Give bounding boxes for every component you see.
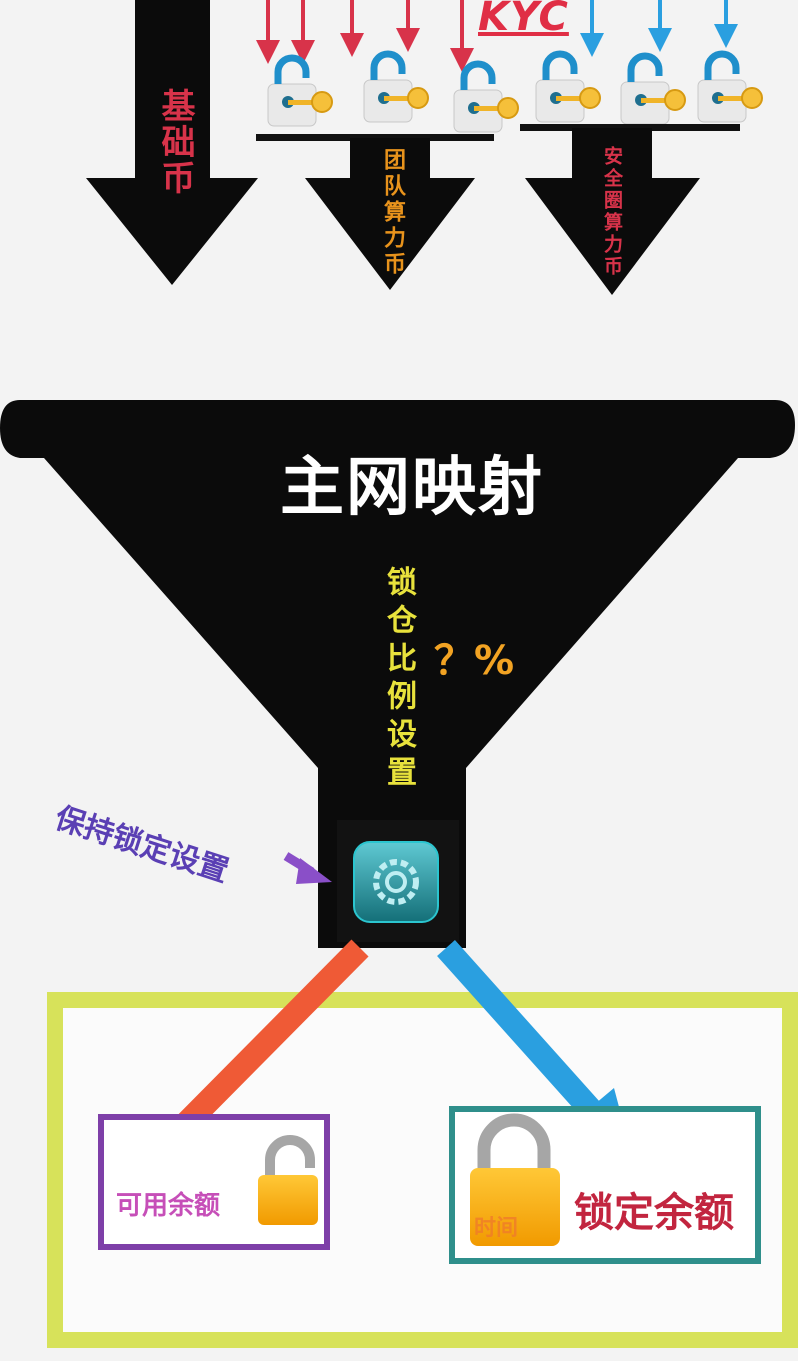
available-balance-label: 可用余额: [116, 1191, 221, 1221]
padlock-key-icon: [536, 54, 600, 122]
time-label: 时间: [474, 1216, 519, 1241]
mainnet-funnel: [0, 400, 795, 948]
kyc-label: KYC: [478, 0, 569, 40]
padlock-key-icon: [268, 58, 332, 126]
team-shelf: [256, 134, 494, 141]
keep-lock-pointer: [283, 852, 332, 884]
padlock-key-icon: [364, 54, 428, 122]
padlock-key-icon: [698, 54, 762, 122]
locked-balance-label: 锁定余额: [574, 1190, 734, 1236]
base-coin-arrow: [86, 0, 258, 285]
security-padlocks: [520, 54, 762, 131]
percent-label: ？%: [434, 638, 515, 684]
gear-icon: [337, 820, 459, 942]
security-shelf: [520, 124, 740, 131]
padlock-key-icon: [621, 56, 685, 124]
lock-ratio-setting-label: 锁仓比例设置: [381, 566, 416, 794]
padlock-key-icon: [454, 64, 518, 132]
team-power-coin-label: 团队算力币: [380, 148, 405, 278]
security-power-coin-label: 安全圈算力币: [601, 146, 623, 278]
red-input-arrows: [256, 0, 474, 72]
team-coin-arrow: [305, 138, 475, 290]
security-coin-arrow: [525, 128, 700, 295]
base-coin-label: 基础币: [155, 88, 195, 196]
unlocked-padlock-icon: [258, 1135, 318, 1225]
funnel-title: 主网映射: [280, 451, 544, 525]
locked-padlock-icon: [470, 1113, 560, 1246]
blue-input-arrows: [580, 0, 738, 57]
team-padlocks: [256, 54, 518, 141]
